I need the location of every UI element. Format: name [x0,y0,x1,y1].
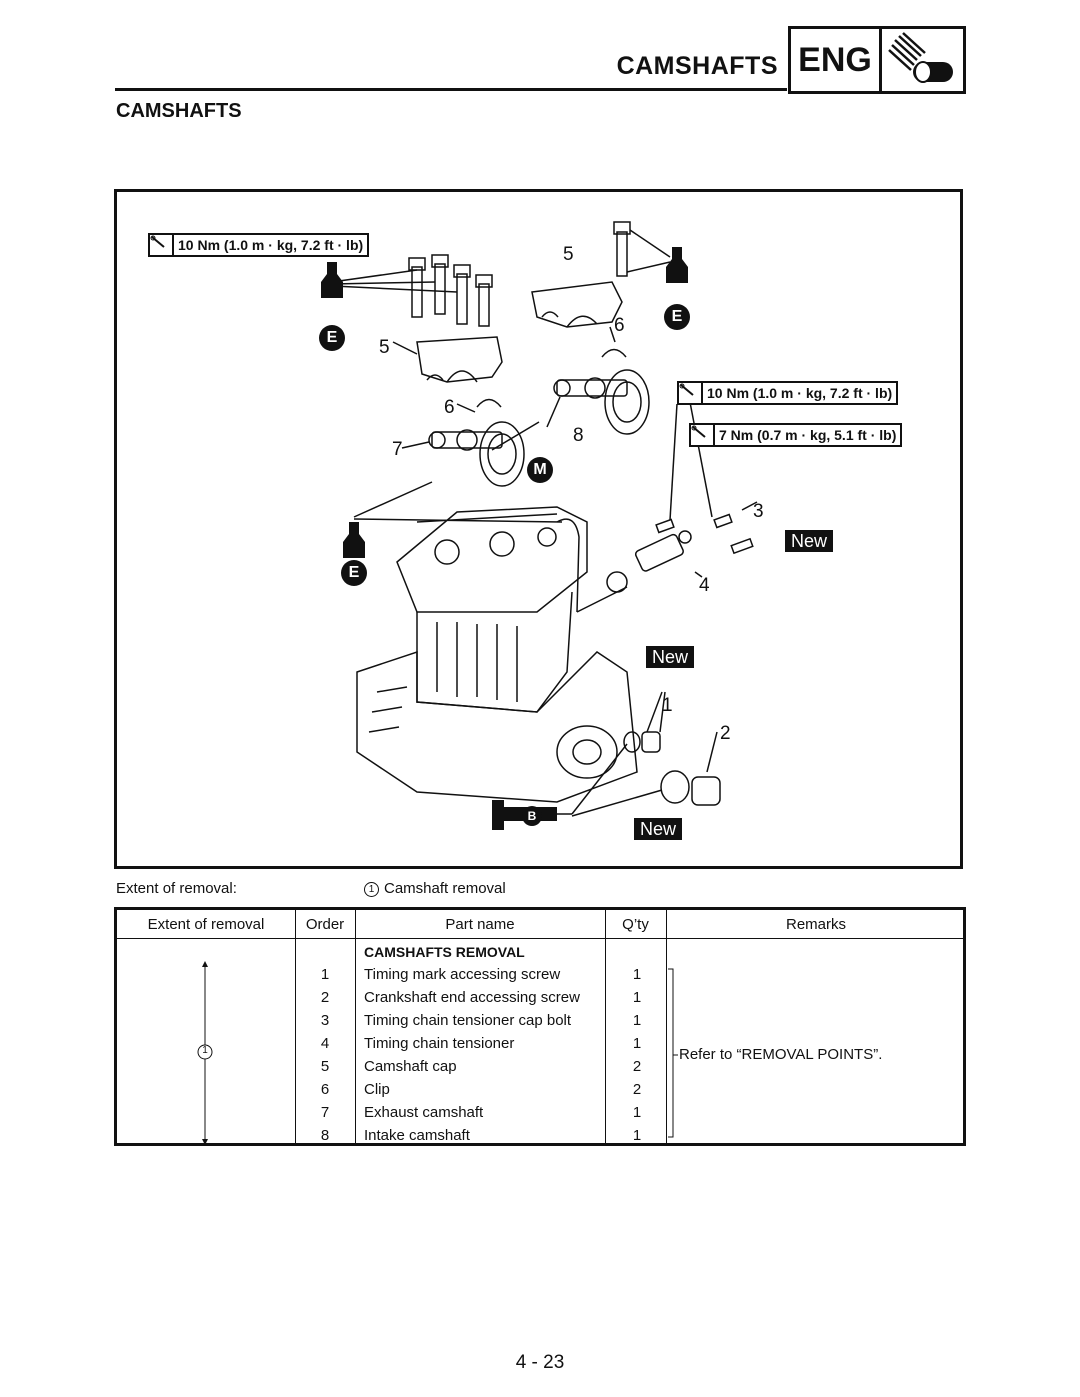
engine-illustration [321,221,758,830]
table-divider [666,910,667,1143]
row-part-name: Timing chain tensioner [364,1035,515,1052]
row-qty: 1 [632,1127,642,1144]
row-order: 2 [320,989,330,1006]
row-qty: 1 [632,1104,642,1121]
extent-marker-number: 1 [202,1045,208,1056]
row-part-name: Exhaust camshaft [364,1104,484,1121]
row-part-name: Timing chain tensioner cap bolt [364,1012,572,1029]
row-qty: 1 [632,1012,642,1029]
callout-number: 5 [563,244,574,265]
group-title: CAMSHAFTS REMOVAL [364,944,525,960]
engine-oil-badge: E [664,304,690,330]
torque-wrench-icon [679,383,703,403]
callout-number: 6 [444,397,455,418]
callout-number: 5 [379,337,390,358]
remarks-bracket [668,968,678,1138]
parts-table: Extent of removal Order Part name Q’ty R… [114,907,966,1146]
engine-icon [888,32,953,83]
extent-range-arrow [197,961,213,1145]
row-part-name: Timing mark accessing screw [364,966,561,983]
page-number: 4 - 23 [515,1352,565,1373]
row-qty: 1 [632,966,642,983]
torque-value: 10 Nm (1.0 m · kg, 7.2 ft · lb) [178,237,364,253]
torque-wrench-icon [150,235,174,255]
engine-oil-badge: E [319,325,345,351]
header-remarks: Remarks [785,916,846,933]
new-part-badge: New [646,646,695,668]
row-order: 4 [320,1035,330,1052]
molybdenum-oil-badge: M [527,457,553,483]
row-qty: 1 [632,989,642,1006]
torque-value: 7 Nm (0.7 m · kg, 5.1 ft · lb) [719,427,897,443]
eng-badge: ENG [788,26,966,94]
torque-spec: 10 Nm (1.0 m · kg, 7.2 ft · lb) [148,233,370,257]
header-extent: Extent of removal [147,916,265,933]
row-part-name: Intake camshaft [364,1127,470,1144]
row-order: 7 [320,1104,330,1121]
row-order: 5 [320,1058,330,1075]
extent-value: 1 Camshaft removal [364,880,506,897]
torque-value: 10 Nm (1.0 m · kg, 7.2 ft · lb) [707,385,893,401]
eng-badge-label: ENG [791,29,882,91]
extent-label: Extent of removal: [116,880,237,897]
row-qty: 2 [632,1081,642,1098]
header-title: CAMSHAFTS [616,52,778,80]
new-part-badge: New [785,530,834,552]
new-part-badge: New [634,818,683,840]
row-qty: 1 [632,1035,642,1052]
engine-oil-badge: E [341,560,367,586]
callout-number: 7 [392,439,403,460]
row-part-name: Clip [364,1081,390,1098]
torque-spec: 7 Nm (0.7 m · kg, 5.1 ft · lb) [689,423,903,447]
header-part-name: Part name [445,916,515,933]
grease-badge: B [522,806,542,826]
torque-wrench-icon [691,425,715,445]
header-rule [115,88,787,91]
row-order: 1 [320,966,330,983]
table-divider [295,910,296,1143]
callout-number: 6 [614,315,625,336]
header-order: Order [305,916,345,933]
row-part-name: Camshaft cap [364,1058,457,1075]
callout-number: 3 [753,501,764,522]
remarks-text: Refer to “REMOVAL POINTS”. [679,1046,883,1063]
row-part-name: Crankshaft end accessing screw [364,989,580,1006]
exploded-diagram: 10 Nm (1.0 m · kg, 7.2 ft · lb) 10 Nm (1… [114,189,963,869]
header-qty: Q’ty [622,916,649,933]
row-order: 3 [320,1012,330,1029]
callout-number: 8 [573,425,584,446]
row-order: 6 [320,1081,330,1098]
table-header-divider [117,938,963,939]
row-order: 8 [320,1127,330,1144]
extent-circle-marker: 1 [364,882,379,897]
row-qty: 2 [632,1058,642,1075]
torque-spec: 10 Nm (1.0 m · kg, 7.2 ft · lb) [677,381,899,405]
section-title: CAMSHAFTS [116,100,242,122]
callout-number: 2 [720,723,731,744]
table-divider [355,910,356,1143]
extent-value-text: Camshaft removal [384,880,506,897]
callout-number: 4 [699,575,710,596]
callout-number: 1 [662,695,673,716]
table-divider [605,910,606,1143]
